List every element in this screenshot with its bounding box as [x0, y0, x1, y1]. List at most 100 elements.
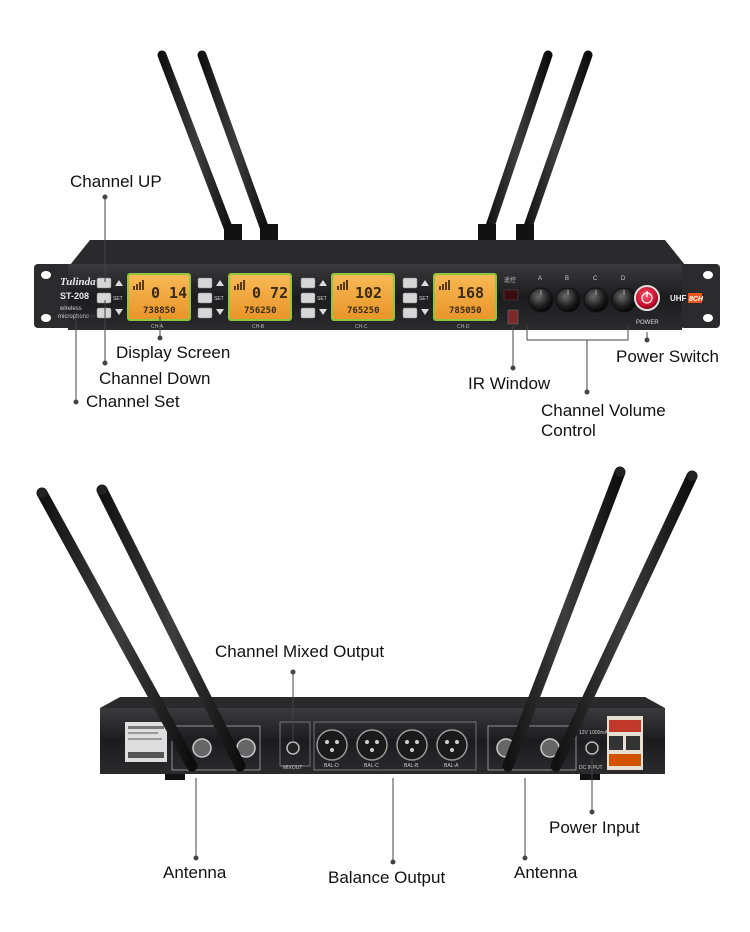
- mixout-label: MIXOUT: [283, 765, 302, 771]
- antenna: [157, 50, 237, 243]
- channel-label: CH-B: [252, 324, 265, 330]
- model-label: ST-208: [60, 291, 89, 301]
- signal-bar: [445, 282, 447, 290]
- up-arrow-icon: [319, 280, 327, 286]
- set-label: SET: [419, 296, 429, 302]
- mixout-jack: [286, 741, 300, 755]
- callout-channel-mixed-output: Channel Mixed Output: [215, 642, 385, 661]
- subtitle-line2: microphone: [58, 314, 90, 320]
- knob-label: A: [538, 276, 542, 282]
- channel-up-button[interactable]: [197, 277, 213, 289]
- callout-channel-volume-control: Channel Volume Control: [541, 401, 666, 440]
- callout-display-screen: Display Screen: [116, 343, 231, 362]
- channel-number: 168: [457, 284, 484, 302]
- channel-volume-knob[interactable]: [528, 287, 554, 313]
- signal-bar: [448, 280, 450, 290]
- set-label: SET: [317, 296, 327, 302]
- callout-power-input: Power Input: [549, 818, 640, 837]
- up-arrow-icon: [421, 280, 429, 286]
- signal-bar: [139, 282, 141, 290]
- callout-ir-window: IR Window: [468, 374, 551, 393]
- signal-bar: [442, 284, 444, 290]
- down-arrow-icon: [115, 309, 123, 315]
- uhf-label: UHF: [670, 294, 687, 303]
- xlr-label: BAL-C: [364, 763, 379, 769]
- xlr-label: BAL-B: [404, 763, 419, 769]
- callout-antenna-left: Antenna: [163, 863, 227, 882]
- brand-logo: Tulinda: [60, 276, 96, 288]
- xlr-connector: [356, 729, 388, 761]
- antenna: [197, 50, 273, 243]
- channel-set-button[interactable]: [197, 292, 213, 304]
- callout-channel-set: Channel Set: [86, 392, 180, 411]
- callout-channel-down: Channel Down: [99, 369, 211, 388]
- dc-label: DC INPUT: [579, 765, 603, 771]
- channel-label: CH-C: [355, 324, 368, 330]
- down-arrow-icon: [319, 309, 327, 315]
- channel-down-button[interactable]: [197, 307, 213, 319]
- down-arrow-icon: [216, 309, 224, 315]
- subtitle-line1: wireless: [59, 306, 82, 312]
- channel-down-button[interactable]: [96, 307, 112, 319]
- rack-ear-left: [34, 264, 74, 328]
- ir-window: [503, 289, 519, 301]
- channel-set-button[interactable]: [300, 292, 316, 304]
- frequency-readout: 738850: [143, 306, 176, 316]
- set-label: SET: [113, 296, 123, 302]
- power-switch[interactable]: [634, 285, 660, 311]
- signal-bar: [439, 286, 441, 290]
- channel-label: CH-A: [151, 324, 164, 330]
- callout-balance-output: Balance Output: [328, 868, 446, 887]
- channel-volume-knob[interactable]: [555, 287, 581, 313]
- channel-down-button[interactable]: [402, 307, 418, 319]
- rear-antennas: [36, 466, 698, 772]
- channel-volume-knob[interactable]: [583, 287, 609, 313]
- frequency-readout: 785050: [449, 306, 482, 316]
- ir-label: 遥控: [504, 276, 516, 284]
- xlr-label: BAL-D: [324, 763, 339, 769]
- signal-bar: [133, 286, 135, 290]
- antenna: [502, 466, 626, 772]
- frequency-readout: 756250: [244, 306, 277, 316]
- xlr-connector: [396, 729, 428, 761]
- channel-number: 0 72: [252, 284, 288, 302]
- callout-channel-up: Channel UP: [70, 172, 162, 191]
- antenna: [519, 50, 593, 243]
- ant-bay-right: [487, 725, 577, 771]
- channel-number: 0 14: [151, 284, 187, 302]
- channel-label: CH-D: [457, 324, 470, 330]
- signal-bar: [142, 280, 144, 290]
- signal-bar: [237, 284, 239, 290]
- channel-up-button[interactable]: [96, 277, 112, 289]
- power-label: POWER: [636, 320, 659, 326]
- channel-up-button[interactable]: [402, 277, 418, 289]
- mixout-bay: [279, 721, 311, 767]
- dc-input-jack: [585, 741, 599, 755]
- signal-bar: [234, 286, 236, 290]
- xlr-connector: [436, 729, 468, 761]
- signal-bar: [340, 284, 342, 290]
- up-arrow-icon: [115, 280, 123, 286]
- antenna: [36, 487, 198, 772]
- ir-sensor: [507, 309, 519, 325]
- knob-label: D: [621, 276, 626, 282]
- signal-bar: [343, 282, 345, 290]
- channel-set-button[interactable]: [402, 292, 418, 304]
- uhf-badge: 8CH: [689, 296, 704, 303]
- knob-label: C: [593, 276, 598, 282]
- front-callout-dots: [73, 194, 650, 405]
- callout-power-switch: Power Switch: [616, 347, 719, 366]
- channel-set-button[interactable]: [96, 292, 112, 304]
- channel-up-button[interactable]: [300, 277, 316, 289]
- channel-down-button[interactable]: [300, 307, 316, 319]
- xlr-connector: [316, 729, 348, 761]
- rear-callout-lines: [195, 672, 593, 862]
